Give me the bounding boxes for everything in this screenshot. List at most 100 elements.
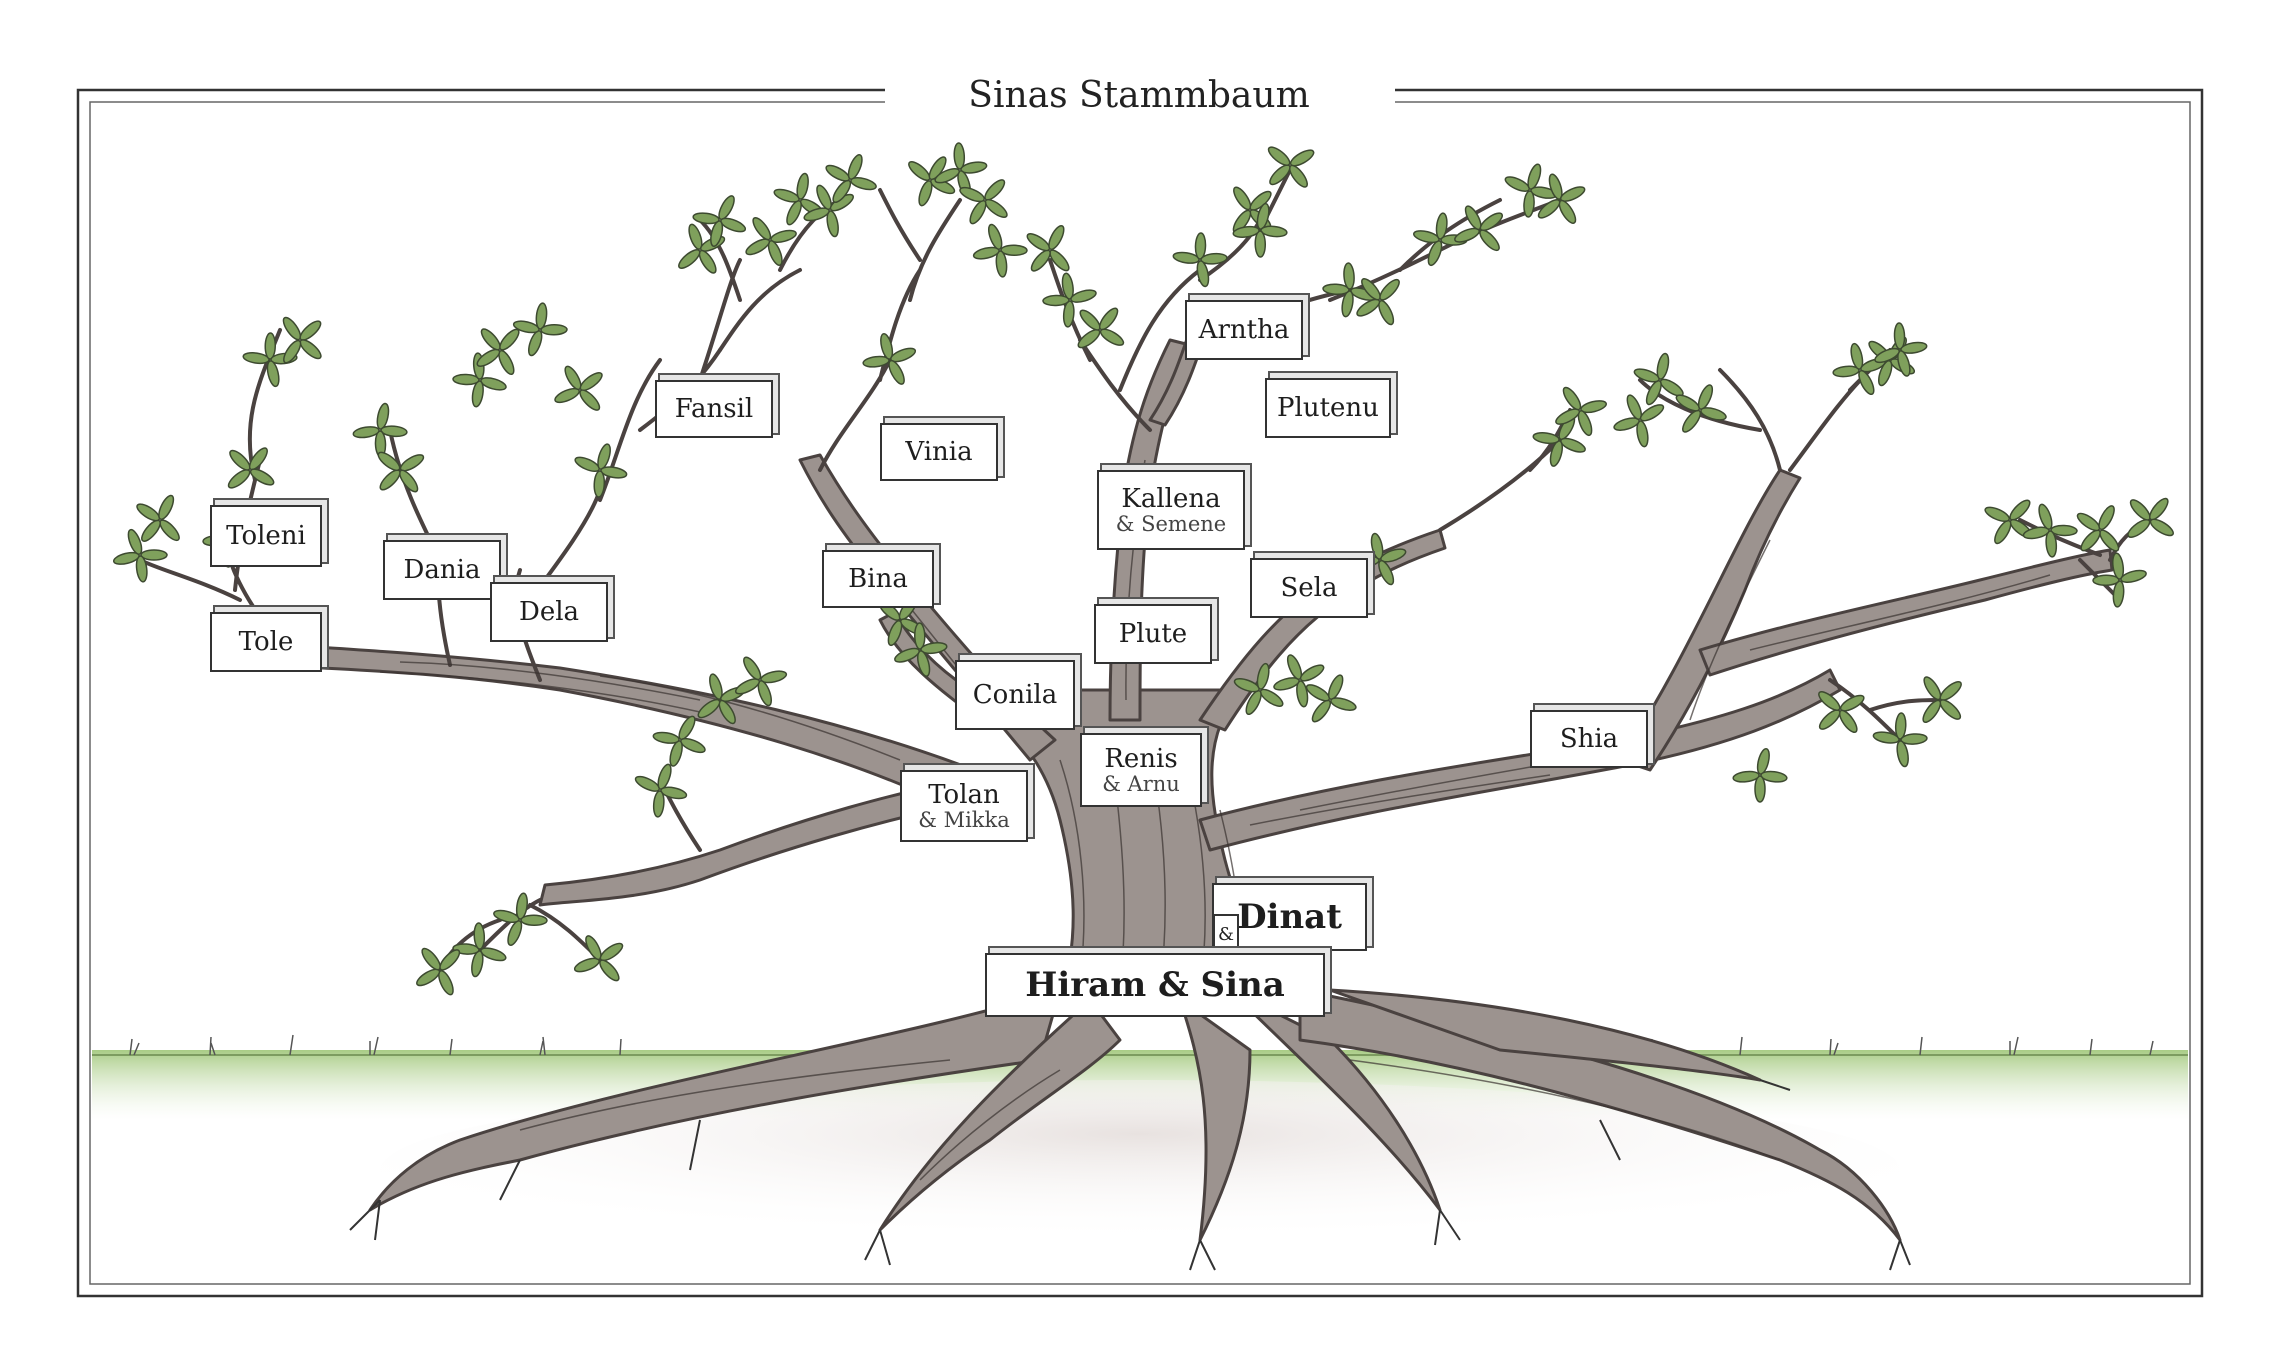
leaf: [398, 469, 419, 493]
leaf: [1675, 394, 1701, 412]
leaf: [1537, 199, 1561, 219]
leaf: [1900, 733, 1928, 745]
leaf: [229, 449, 251, 471]
leaf: [816, 184, 832, 211]
leaf: [283, 339, 302, 364]
member-partner: & Semene: [1115, 512, 1227, 536]
leaf: [720, 217, 747, 233]
leaf: [1850, 342, 1864, 370]
leaf: [972, 246, 1000, 260]
leaf: [1194, 232, 1207, 260]
member-name: Hiram & Sina: [1025, 965, 1285, 1005]
leaf: [2080, 529, 2101, 552]
leaf: [573, 957, 600, 973]
leaf: [564, 365, 582, 391]
leaf: [1232, 225, 1260, 238]
leaf: [1269, 164, 1291, 186]
leaf: [1379, 278, 1400, 301]
member-name: Kallena: [1121, 484, 1221, 514]
ampersand-tag: &: [1213, 914, 1239, 954]
leaf: [593, 470, 606, 498]
member-conila: Conila: [955, 660, 1075, 730]
leaf: [1562, 386, 1582, 411]
frame: [76, 88, 2204, 1298]
member-name: Dela: [518, 597, 580, 627]
leaf: [264, 332, 276, 360]
leaf: [880, 332, 894, 360]
leaf: [1254, 230, 1266, 258]
leaf: [299, 339, 322, 360]
leaf: [540, 324, 568, 336]
leaf: [579, 389, 601, 411]
leaf: [1030, 249, 1051, 272]
leaf: [380, 425, 408, 438]
leaf: [476, 348, 501, 367]
leaf: [1818, 709, 1841, 730]
leaf: [1256, 202, 1270, 230]
leaf: [140, 549, 168, 561]
leaf: [520, 914, 548, 926]
leaf: [1079, 309, 1101, 331]
member-renis: Renis & Arnu: [1080, 733, 1202, 807]
leaf: [1626, 394, 1643, 421]
leaf: [796, 172, 809, 200]
leaf: [916, 650, 931, 677]
leaf: [2076, 512, 2101, 532]
leaf: [2050, 524, 2078, 537]
root-tendrils: [349, 1079, 1911, 1271]
leaf: [1305, 684, 1331, 702]
member-hiram-sina: Hiram & Sina: [985, 953, 1325, 1017]
leaf: [1026, 233, 1051, 252]
leaf: [1378, 299, 1395, 326]
leaf: [452, 373, 480, 386]
leaf: [1378, 559, 1395, 586]
leaf: [634, 775, 661, 792]
leaf: [599, 942, 624, 962]
leaf: [2009, 499, 2031, 521]
leaf: [1200, 252, 1228, 265]
bark-texture: [379, 459, 2051, 1181]
leaf: [752, 217, 772, 241]
member-partner: & Arnu: [1102, 772, 1180, 796]
leaf: [1559, 186, 1586, 202]
leaf: [914, 622, 926, 650]
member-tolan: Tolan & Mikka: [900, 770, 1028, 842]
leaf: [678, 715, 696, 741]
leaf: [1233, 186, 1252, 211]
leaf: [1327, 674, 1344, 701]
leaf: [1356, 298, 1381, 317]
leaf: [507, 920, 523, 946]
leaf: [1172, 251, 1200, 264]
member-name: Plute: [1118, 619, 1188, 649]
leaf: [680, 737, 706, 754]
leaf: [515, 892, 528, 920]
leaf: [953, 142, 966, 170]
leaf: [757, 680, 773, 707]
leaf: [1984, 506, 2011, 523]
leaf: [266, 360, 280, 388]
leaf: [1523, 190, 1535, 218]
leaf: [743, 656, 762, 681]
leaf: [1613, 417, 1640, 431]
leaf: [112, 551, 140, 565]
leaf: [1311, 699, 1332, 723]
leaf: [760, 670, 788, 684]
leaf: [969, 199, 987, 225]
leaf: [1877, 360, 1893, 387]
member-name: Renis: [1104, 744, 1178, 774]
leaf: [493, 909, 520, 924]
member-name: Conila: [972, 680, 1058, 710]
leaf: [1427, 240, 1443, 267]
leaf: [934, 167, 961, 184]
leaf: [1549, 440, 1564, 467]
leaf: [480, 328, 501, 351]
leaf: [1233, 677, 1260, 693]
leaf: [803, 207, 830, 222]
leaf: [1832, 365, 1860, 378]
member-name: Shia: [1559, 724, 1619, 754]
leaf: [1838, 709, 1858, 733]
leaf: [600, 466, 628, 479]
leaf: [1289, 149, 1315, 167]
leaf: [2112, 580, 2125, 608]
leaf: [2099, 529, 2120, 552]
